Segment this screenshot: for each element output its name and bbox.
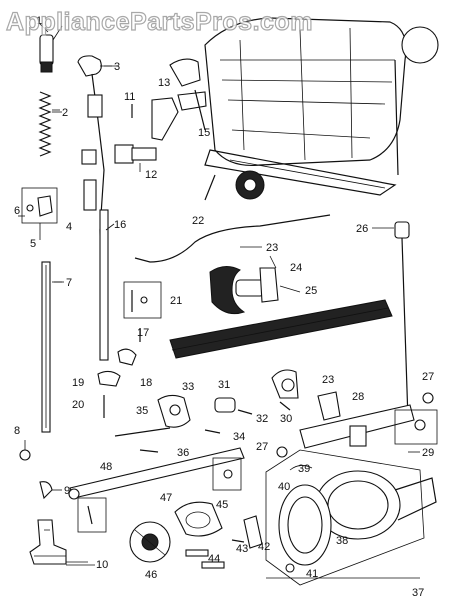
callout-39: 39 [298,463,310,475]
part-33-block [157,394,191,428]
part-5-needle-clamp [18,187,58,240]
callout-2: 2 [62,107,68,119]
callout-5: 5 [30,238,36,250]
part-7-needle-bar [41,261,64,433]
callout-6: 6 [14,205,20,217]
callout-47: 47 [160,492,172,504]
callout-12: 12 [145,169,157,181]
part-35-pin [114,427,171,437]
part-46-bobbin-case [129,521,171,563]
callout-17: 17 [137,327,149,339]
main-shaft [169,299,393,359]
callout-29: 29 [422,447,434,459]
part-2-spring [38,91,62,157]
callout-35: 35 [136,405,148,417]
part-19-guide [97,370,121,387]
callout-37: 37 [412,587,424,599]
part-16-bar [99,209,109,361]
callout-23-upper: 23 [266,242,278,254]
part-47-b-box [212,457,242,491]
part-34-screw [204,429,221,434]
callout-44: 44 [208,553,220,565]
callout-27-right: 27 [422,371,434,383]
part-12-crank [114,144,157,172]
part-8-screw [19,440,31,461]
part-45-plate [174,501,223,537]
callout-8: 8 [14,425,20,437]
callout-34: 34 [233,431,245,443]
callout-11: 11 [124,91,135,103]
part-48-feed-bar [68,447,245,500]
part-21-box [123,281,162,319]
callout-33: 33 [182,381,194,393]
part-28-rockshaft [299,391,415,449]
part-22-wire [134,214,331,263]
part-29-box [394,409,438,445]
part-36-screw [139,449,159,453]
callout-labels: 1 2 3 4 5 6 7 8 9 10 11 12 13 15 16 17 1… [14,15,434,599]
part-27-screw [422,392,434,404]
part-32-screw [237,409,253,415]
callout-3: 3 [114,61,120,73]
part-31-sleeve [214,397,236,413]
callout-41: 41 [306,568,318,580]
machine-body-outline [204,17,439,201]
leader-lines [39,23,420,579]
callout-1: 1 [36,15,42,27]
part-18-lever [117,348,137,366]
part-23-b-crank [271,369,299,399]
callout-10: 10 [96,559,108,571]
callout-42: 42 [258,541,270,553]
part-30-bolt [279,401,291,411]
part-9-clip [39,481,62,500]
part-10-presser-foot [29,519,88,565]
callout-13: 13 [158,77,170,89]
part-23-cam [209,255,301,315]
part-37-hook-assembly [265,449,437,586]
part-27-b-screw [276,446,288,458]
callout-9: 9 [64,485,70,497]
callout-7: 7 [66,277,72,289]
callout-15: 15 [198,127,210,139]
part-44-screw [185,549,225,569]
callout-38: 38 [336,535,348,547]
callout-32: 32 [256,413,268,425]
callout-30: 30 [280,413,292,425]
part-15-rod [194,89,206,131]
callout-43: 43 [236,543,248,555]
callout-31: 31 [218,379,230,391]
callout-20: 20 [72,399,84,411]
callout-21: 21 [170,295,182,307]
callout-46: 46 [145,569,157,581]
callout-27-left: 27 [256,441,268,453]
part-3-bracket [77,55,118,351]
callout-26: 26 [356,223,368,235]
callout-40: 40 [278,481,290,493]
part-47-box [77,497,107,533]
part-26-shaft [394,221,410,421]
callout-48: 48 [100,461,112,473]
part-43-screw [231,539,245,543]
callout-22: 22 [192,215,204,227]
part-42-spring [243,515,263,549]
part-1-guide [39,25,63,73]
callout-25: 25 [305,285,317,297]
callout-18: 18 [140,377,152,389]
callout-45: 45 [216,499,228,511]
callout-23-lower: 23 [322,374,334,386]
callout-36: 36 [177,447,189,459]
callout-19: 19 [72,377,84,389]
callout-16: 16 [114,219,126,231]
callout-4: 4 [66,221,72,233]
callout-24: 24 [290,262,302,274]
callout-28: 28 [352,391,364,403]
